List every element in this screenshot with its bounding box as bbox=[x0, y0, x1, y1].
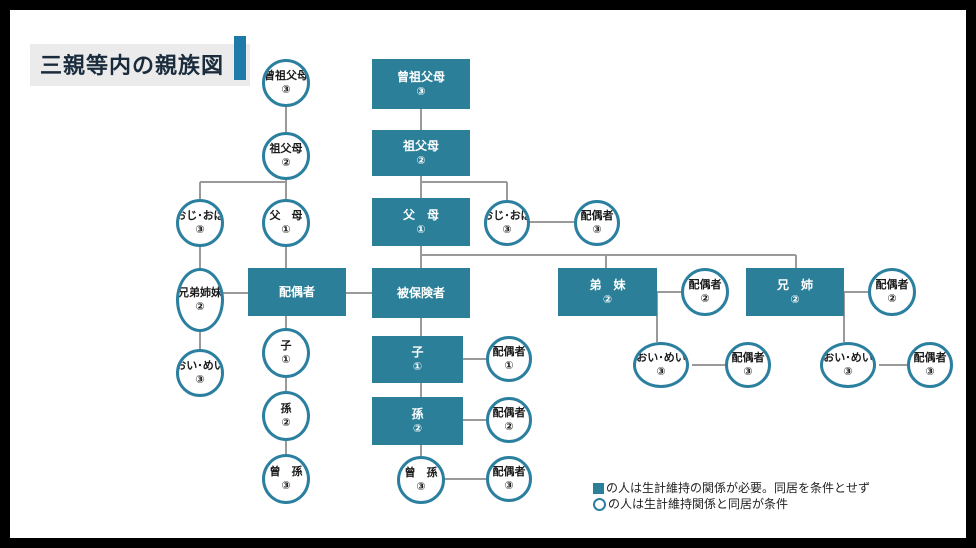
great-grandchild-circle: 曾 孫 ③ bbox=[397, 456, 445, 504]
node-label: 祖父母 bbox=[402, 138, 439, 153]
younger-siblings-spouse-circle: 配偶者 ② bbox=[681, 268, 729, 316]
node-degree: ③ bbox=[416, 84, 426, 98]
uncle-aunt-circle: おじ･おば ③ bbox=[484, 200, 530, 246]
great-grandchild-spouse-side-circle: 曾 孫 ③ bbox=[262, 454, 310, 504]
grandchild-spouse-circle: 配偶者 ② bbox=[486, 397, 532, 443]
older-siblings-rect: 兄 姉 ② bbox=[746, 268, 844, 316]
node-label: 父 母 bbox=[269, 209, 303, 223]
node-degree: ③ bbox=[925, 365, 935, 378]
node-label: 子 bbox=[280, 339, 292, 353]
nephew-niece-older-spouse-circle: 配偶者 ③ bbox=[907, 342, 953, 388]
node-degree: ② bbox=[504, 420, 514, 433]
great-grandparents-spouse-circle: 曾祖父母 ③ bbox=[262, 59, 310, 107]
title-background bbox=[30, 44, 250, 86]
grandchild-spouse-side-circle: 孫 ② bbox=[262, 391, 310, 441]
siblings-spouse-side-circle: 兄弟姉妹 ② bbox=[176, 268, 224, 332]
node-degree: ② bbox=[281, 416, 291, 429]
great-grandparents-rect: 曾祖父母 ③ bbox=[372, 59, 470, 109]
legend-row-circle: の人は生計維持関係と同居が条件 bbox=[593, 496, 870, 512]
node-label: 配偶者 bbox=[580, 209, 614, 223]
open-circle-icon bbox=[593, 497, 606, 511]
node-label: 配偶者 bbox=[492, 406, 526, 420]
legend: の人は生計維持の関係が必要。同居を条件とせず の人は生計維持関係と同居が条件 bbox=[593, 480, 870, 512]
nephew-niece-older-circle: おい･めい ③ bbox=[820, 342, 876, 388]
node-degree: ② bbox=[602, 292, 613, 306]
node-degree: ② bbox=[887, 292, 897, 305]
great-grandchild-spouse-circle: 配偶者 ③ bbox=[486, 456, 532, 502]
node-label: 曾 孫 bbox=[404, 466, 438, 480]
grandparents-spouse-circle: 祖父母 ② bbox=[262, 132, 310, 180]
node-label: おじ･おば bbox=[484, 209, 530, 223]
node-label: 子 bbox=[411, 345, 424, 360]
node-label: 祖父母 bbox=[269, 142, 303, 156]
grandparents-rect: 祖父母 ② bbox=[372, 130, 470, 176]
node-label: 配偶者 bbox=[688, 278, 722, 292]
uncle-aunt-spouse-side-circle: おじ･おば ③ bbox=[176, 199, 224, 247]
node-degree: ② bbox=[700, 292, 710, 305]
node-label: 被保険者 bbox=[396, 285, 445, 300]
node-label: 配偶者 bbox=[278, 284, 315, 299]
node-label: 曾祖父母 bbox=[396, 69, 445, 84]
uncle-aunt-spouse-circle: 配偶者 ③ bbox=[574, 200, 620, 246]
grandchild-rect: 孫 ② bbox=[372, 397, 463, 445]
node-degree: ③ bbox=[281, 479, 291, 492]
child-rect: 子 ① bbox=[372, 336, 463, 383]
node-label: おい･めい bbox=[636, 351, 686, 365]
older-siblings-spouse-circle: 配偶者 ② bbox=[868, 268, 916, 316]
legend-row-rect: の人は生計維持の関係が必要。同居を条件とせず bbox=[593, 480, 870, 496]
node-label: 曾祖父母 bbox=[264, 69, 308, 83]
node-degree: ③ bbox=[195, 223, 205, 236]
node-label: 孫 bbox=[280, 402, 292, 416]
node-label: 父 母 bbox=[402, 207, 439, 222]
parents-rect: 父 母 ① bbox=[372, 198, 470, 246]
node-degree: ② bbox=[195, 300, 205, 313]
node-degree: ③ bbox=[656, 365, 666, 378]
title-accent-bar bbox=[234, 36, 246, 80]
legend-rect-text: の人は生計維持の関係が必要。同居を条件とせず bbox=[606, 481, 871, 495]
child-spouse-side-circle: 子 ① bbox=[262, 328, 310, 378]
node-degree: ③ bbox=[504, 479, 514, 492]
node-degree: ③ bbox=[281, 83, 291, 96]
node-degree: ② bbox=[412, 421, 423, 435]
diagram-title: 三親等内の親族図 bbox=[40, 54, 225, 79]
node-degree: ② bbox=[416, 153, 426, 167]
nephew-niece-younger-spouse-circle: 配偶者 ③ bbox=[725, 342, 771, 388]
insured-person-rect: 被保険者 bbox=[372, 268, 470, 318]
node-degree: ③ bbox=[502, 223, 512, 236]
node-degree: ③ bbox=[843, 365, 853, 378]
node-label: おじ･おば bbox=[176, 209, 224, 223]
node-label: 弟 妹 bbox=[589, 277, 626, 292]
node-degree: ② bbox=[281, 156, 291, 169]
diagram-canvas: 三親等内の親族図 bbox=[10, 10, 966, 538]
filled-square-icon bbox=[593, 482, 604, 494]
node-degree: ③ bbox=[592, 223, 602, 236]
node-label: 配偶者 bbox=[492, 465, 526, 479]
child-spouse-circle: 配偶者 ① bbox=[486, 336, 532, 382]
node-degree: ① bbox=[416, 222, 426, 236]
spouse-rect: 配偶者 bbox=[248, 268, 346, 316]
nephew-niece-younger-circle: おい･めい ③ bbox=[633, 342, 689, 388]
node-label: 配偶者 bbox=[875, 278, 909, 292]
node-degree: ② bbox=[790, 292, 800, 306]
node-degree: ① bbox=[412, 360, 423, 374]
younger-siblings-rect: 弟 妹 ② bbox=[558, 268, 657, 316]
node-label: 配偶者 bbox=[731, 351, 765, 365]
nephew-niece-spouse-side-circle: おい･めい ③ bbox=[176, 349, 224, 397]
node-label: 兄弟姉妹 bbox=[178, 286, 222, 300]
node-degree: ③ bbox=[195, 373, 205, 386]
node-degree: ③ bbox=[416, 480, 426, 493]
legend-circle-text: の人は生計維持関係と同居が条件 bbox=[608, 497, 789, 511]
node-degree: ① bbox=[504, 359, 514, 372]
parents-spouse-circle: 父 母 ① bbox=[262, 199, 310, 247]
node-label: 曾 孫 bbox=[269, 465, 303, 479]
node-label: おい･めい bbox=[823, 351, 873, 365]
node-label: 配偶者 bbox=[913, 351, 947, 365]
node-degree: ① bbox=[281, 353, 291, 366]
node-degree: ① bbox=[281, 223, 291, 236]
node-label: おい･めい bbox=[176, 359, 224, 373]
node-label: 孫 bbox=[411, 406, 424, 421]
node-label: 配偶者 bbox=[492, 345, 526, 359]
node-degree: ③ bbox=[743, 365, 753, 378]
node-label: 兄 姉 bbox=[776, 277, 813, 292]
